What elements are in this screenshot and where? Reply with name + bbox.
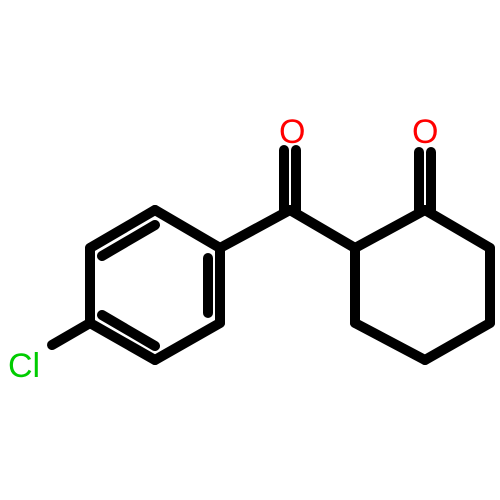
chlorine-atom-label: Cl: [8, 347, 40, 385]
bond-carbonyl-ring: [285, 205, 360, 253]
ketone-oxygen-atom-label: O: [279, 113, 305, 151]
bond-c6-c1-inner: [97, 220, 160, 261]
bond-r2-r3: [420, 205, 495, 253]
bond-c3-c4: [150, 318, 225, 365]
bond-r1-r2: [350, 205, 430, 253]
bond-r4-r5: [420, 318, 495, 365]
ring-oxygen-atom-label: O: [412, 113, 438, 151]
bond-r5-r6: [350, 318, 430, 365]
bonds: [47, 145, 495, 365]
bond-c6-c1: [85, 205, 160, 253]
bond-c4-c5-inner: [97, 310, 160, 351]
bond-c1-c2: [150, 205, 225, 253]
bond-c5-cl: [47, 318, 95, 350]
bond-c4-c5: [85, 318, 160, 365]
bond-c2-carbonyl: [215, 205, 295, 253]
